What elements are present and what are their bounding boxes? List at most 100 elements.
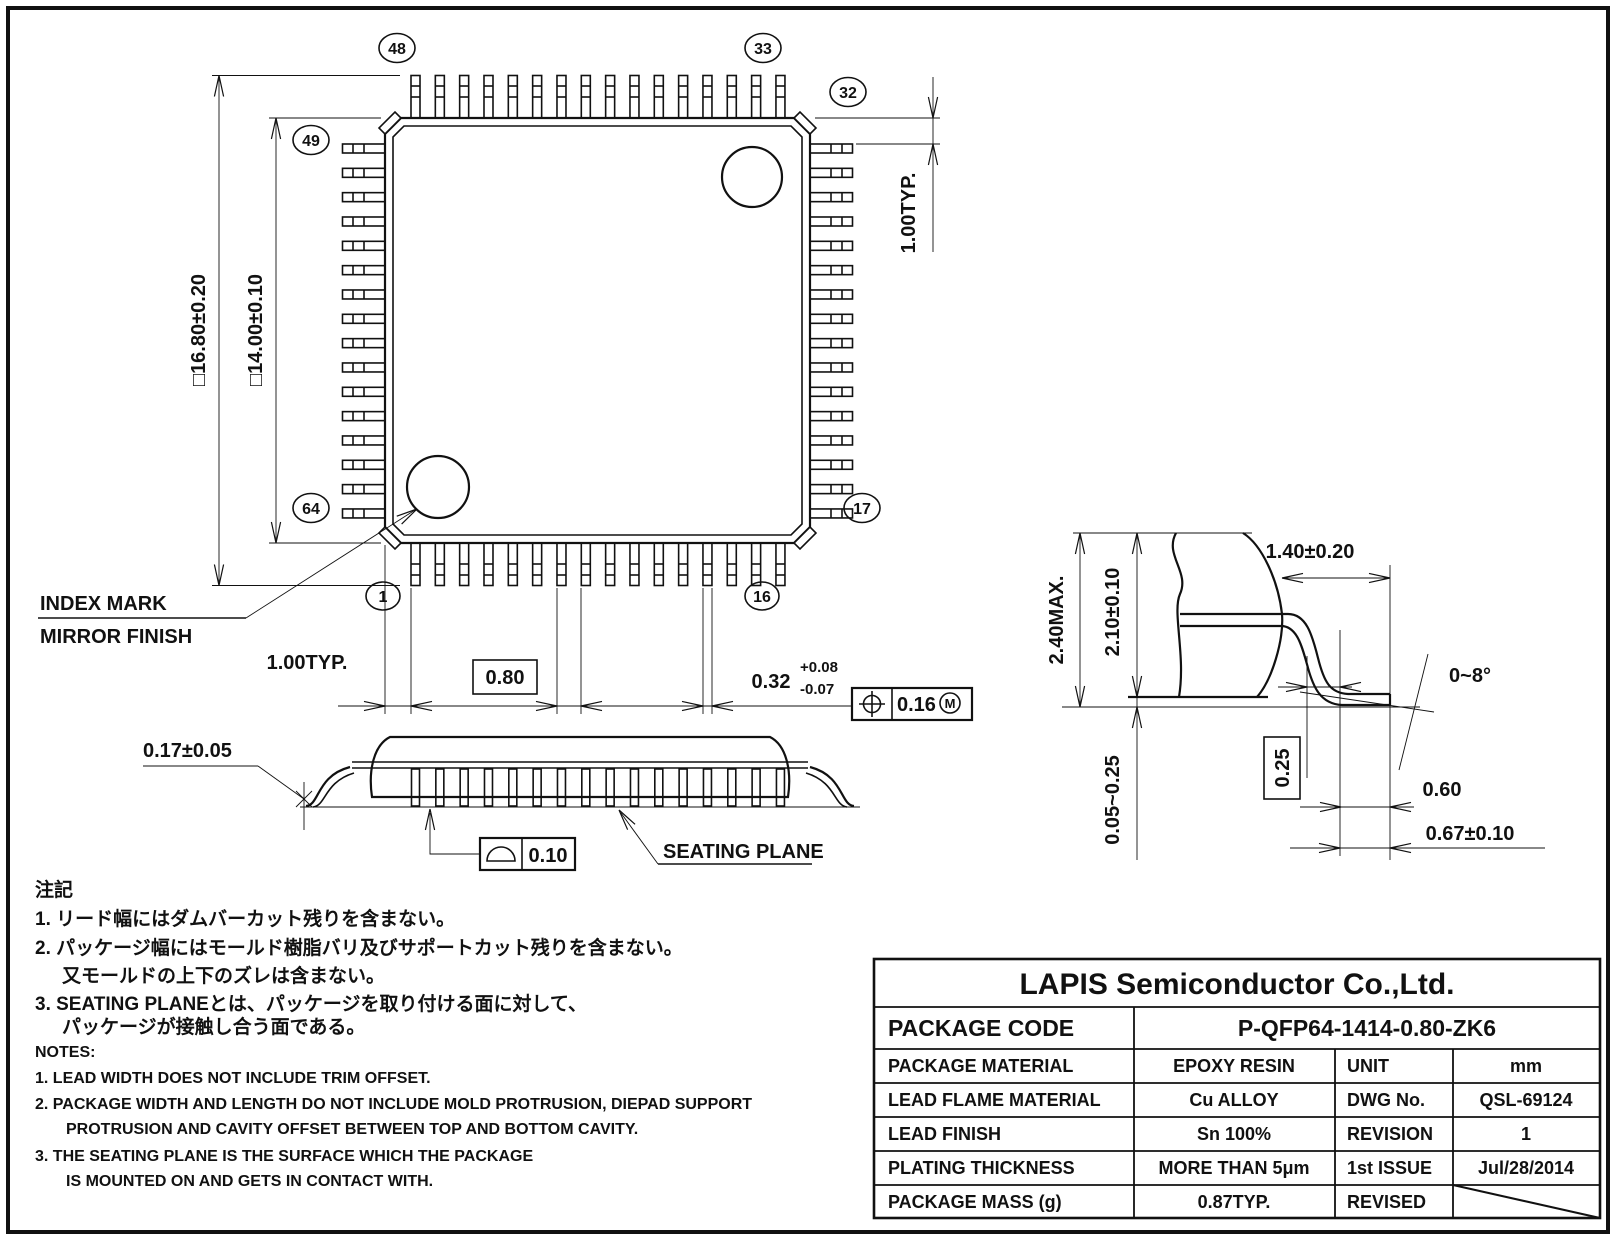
lead bbox=[653, 768, 664, 807]
side-view: 0.17±0.05 0.10 SEATING PLANE bbox=[143, 735, 860, 872]
company-name: LAPIS Semiconductor Co.,Ltd. bbox=[1019, 968, 1454, 1001]
mmc-modifier-letter: M bbox=[945, 696, 956, 711]
pin-16-label: 16 bbox=[753, 589, 771, 606]
lead bbox=[775, 768, 786, 807]
package-code-value: P-QFP64-1414-0.80-ZK6 bbox=[1238, 1015, 1496, 1041]
package-code-label: PACKAGE CODE bbox=[888, 1015, 1074, 1041]
revised-empty-slash bbox=[1452, 1184, 1601, 1219]
note-jp-line: パッケージが接触し合う面である。 bbox=[62, 1015, 365, 1038]
corner-bevel bbox=[792, 110, 818, 136]
pin-49-label: 49 bbox=[302, 133, 320, 150]
side-view-leads bbox=[410, 768, 786, 807]
mirror-finish-label: MIRROR FINISH bbox=[40, 626, 192, 648]
true-position-icon bbox=[859, 691, 885, 717]
corner-bevel bbox=[377, 110, 403, 136]
row-value: EPOXY RESIN bbox=[1173, 1056, 1295, 1076]
lead bbox=[605, 768, 615, 807]
dim-foot-length: 0.67±0.10 bbox=[1426, 823, 1515, 845]
note-en-line: PROTRUSION AND CAVITY OFFSET BETWEEN TOP… bbox=[66, 1121, 638, 1138]
note-jp-line: 3. SEATING PLANEとは、パッケージを取り付ける面に対して、 bbox=[35, 992, 587, 1015]
dim-body-height: 2.10±0.10 bbox=[1102, 568, 1124, 657]
lead-lower-surface bbox=[1180, 624, 1390, 707]
row-value: 0.87TYP. bbox=[1198, 1192, 1271, 1212]
notes-english: NOTES: 1. LEAD WIDTH DOES NOT INCLUDE TR… bbox=[35, 1044, 752, 1190]
mold-ejector-circle bbox=[720, 145, 784, 209]
dim-standoff: 0.05~0.25 bbox=[1102, 755, 1124, 845]
dim-max-height: 2.40MAX. bbox=[1046, 576, 1068, 665]
corner-bevel bbox=[792, 525, 818, 551]
row-label2: REVISION bbox=[1347, 1124, 1433, 1144]
flatness-value: 0.10 bbox=[529, 845, 568, 867]
dim-lead-offset-right: 1.00TYP. bbox=[898, 173, 920, 254]
note-en-line: IS MOUNTED ON AND GETS IN CONTACT WITH. bbox=[66, 1173, 433, 1190]
note-jp-line: 1. リード幅にはダムバーカット残りを含まない。 bbox=[35, 907, 455, 930]
pin-callouts bbox=[292, 32, 881, 611]
corner-bevel bbox=[377, 525, 403, 551]
title-block: LAPIS Semiconductor Co.,Ltd. PACKAGE COD… bbox=[872, 957, 1602, 1220]
break-line bbox=[1171, 532, 1184, 698]
lead bbox=[483, 768, 494, 807]
note-en-line: 2. PACKAGE WIDTH AND LENGTH DO NOT INCLU… bbox=[35, 1096, 752, 1113]
seating-plane-label: SEATING PLANE bbox=[663, 841, 824, 863]
gauge-dim-box bbox=[1263, 736, 1301, 800]
lead bbox=[629, 768, 640, 807]
dim-gauge-plane: 0.25 bbox=[1272, 749, 1294, 788]
row-label: LEAD FLAME MATERIAL bbox=[888, 1090, 1101, 1110]
index-mark-circle bbox=[405, 454, 471, 520]
position-tolerance-value: 0.16 bbox=[897, 694, 936, 716]
dim-lead-offset-bottom: 1.00TYP. bbox=[267, 652, 348, 674]
pin-32-label: 32 bbox=[839, 85, 857, 102]
dim-lead-width: 0.32 bbox=[752, 671, 791, 693]
lead bbox=[508, 768, 518, 807]
row-label2: DWG No. bbox=[1347, 1090, 1425, 1110]
dim-body-size: □14.00±0.10 bbox=[245, 274, 267, 386]
dim-lead-pitch: 0.80 bbox=[486, 667, 525, 689]
position-tolerance-frame: 0.16 M bbox=[850, 686, 974, 722]
gull-wing-lead-right bbox=[809, 765, 855, 808]
dim-outer-size: □16.80±0.20 bbox=[188, 274, 210, 386]
lead bbox=[702, 768, 713, 807]
profile-tolerance-frame: 0.10 bbox=[478, 836, 577, 872]
note-jp-line: 2. パッケージ幅にはモールド樹脂バリ及びサポートカット残りを含まない。 bbox=[35, 936, 683, 959]
gull-wing-lead-left bbox=[305, 765, 351, 808]
pitch-dim-box bbox=[472, 659, 538, 695]
lead bbox=[459, 768, 469, 807]
lead bbox=[435, 768, 445, 807]
row-label2: 1st ISSUE bbox=[1347, 1158, 1432, 1178]
dim-foot-flat: 0.60 bbox=[1423, 779, 1462, 801]
mold-profile bbox=[369, 735, 791, 799]
row-value: Sn 100% bbox=[1197, 1124, 1271, 1144]
sheet-border bbox=[6, 6, 1610, 1234]
row-value2: mm bbox=[1510, 1056, 1542, 1076]
dim-lead-length: 1.40±0.20 bbox=[1266, 541, 1355, 563]
row-label: PACKAGE MATERIAL bbox=[888, 1056, 1073, 1076]
row-label: PLATING THICKNESS bbox=[888, 1158, 1075, 1178]
pin-64-label: 64 bbox=[302, 501, 320, 518]
pin-48-label: 48 bbox=[388, 41, 406, 58]
dim-lead-thickness: 0.17±0.05 bbox=[143, 740, 232, 762]
package-body-inner-outline bbox=[392, 125, 803, 536]
row-value: Cu ALLOY bbox=[1189, 1090, 1278, 1110]
row-label: PACKAGE MASS (g) bbox=[888, 1192, 1062, 1212]
package-leads bbox=[341, 74, 854, 587]
lead bbox=[410, 768, 421, 807]
top-view: □16.80±0.20 □14.00±0.10 1.00TYP. 1.00TYP… bbox=[38, 32, 974, 722]
lead bbox=[751, 768, 761, 807]
row-label: LEAD FINISH bbox=[888, 1124, 1001, 1144]
row-value: MORE THAN 5μm bbox=[1158, 1158, 1309, 1178]
dim-lead-width-tol-minus: -0.07 bbox=[800, 681, 834, 698]
row-value2: Jul/28/2014 bbox=[1478, 1158, 1574, 1178]
lead-upper-surface bbox=[1180, 612, 1390, 696]
note-en-line: 3. THE SEATING PLANE IS THE SURFACE WHIC… bbox=[35, 1148, 533, 1165]
lead bbox=[532, 768, 542, 807]
pin-33-label: 33 bbox=[754, 41, 772, 58]
lead bbox=[678, 768, 688, 807]
lead bbox=[726, 768, 737, 807]
row-value2: 1 bbox=[1521, 1124, 1531, 1144]
row-label2: REVISED bbox=[1347, 1192, 1426, 1212]
mmc-modifier-icon bbox=[939, 692, 961, 714]
note-jp-line: 又モールドの上下のズレは含まない。 bbox=[62, 964, 385, 987]
notes-japanese: 注記 1. リード幅にはダムバーカット残りを含まない。 2. パッケージ幅にはモ… bbox=[35, 878, 683, 1038]
note-en-line: 1. LEAD WIDTH DOES NOT INCLUDE TRIM OFFS… bbox=[35, 1070, 431, 1087]
